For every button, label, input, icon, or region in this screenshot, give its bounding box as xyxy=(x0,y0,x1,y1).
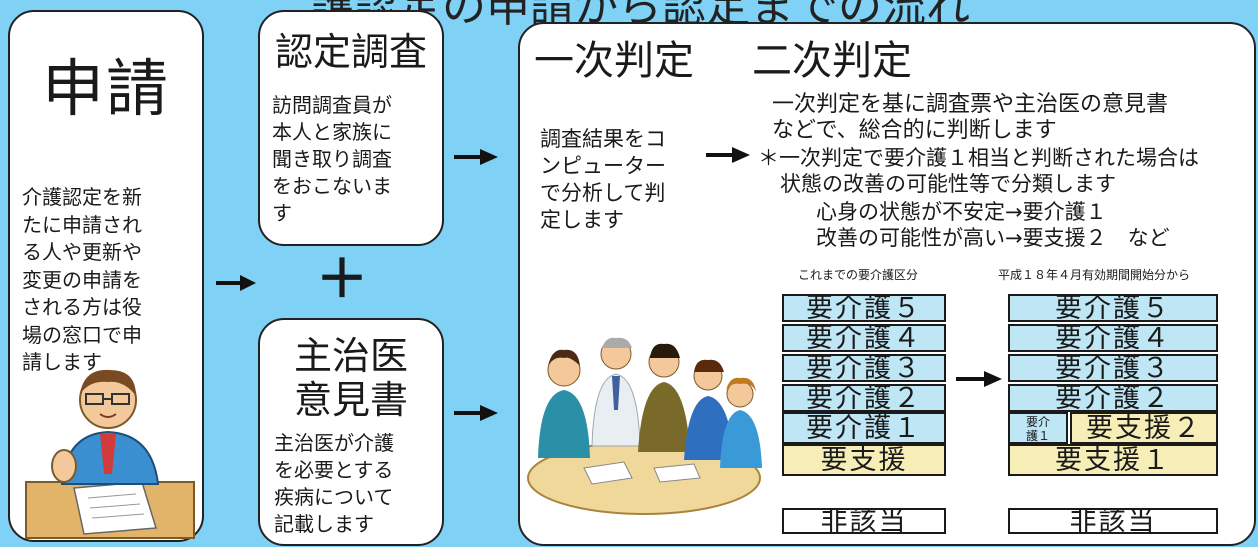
new-level-care-3: 要介護３ xyxy=(1008,354,1218,382)
old-level-care-2: 要介護２ xyxy=(782,384,946,412)
plus-sign: ＋ xyxy=(316,250,369,310)
arrow-first-to-second xyxy=(706,147,750,163)
first-judgment-title: 一次判定 xyxy=(534,38,694,84)
application-title: 申請 xyxy=(41,52,170,125)
new-level-support-2: 要支援２ xyxy=(1070,412,1218,444)
survey-body: 訪問調査員が 本人と家族に 聞き取り調査 をおこないま す xyxy=(272,93,392,225)
second-judgment-title: 二次判定 xyxy=(752,38,912,84)
doctor-opinion-body: 主治医が介護 を必要とする 疾病について 記載します xyxy=(274,431,394,536)
doctor-opinion-title: 主治医 意見書 xyxy=(293,334,408,422)
arrow-old-to-new xyxy=(956,371,1002,387)
meeting-illustration xyxy=(527,337,762,515)
second-judgment-line1: 一次判定を基に調査票や主治医の意見書 xyxy=(772,92,1169,117)
second-judgment-line6: 改善の可能性が高い→要支援２ など xyxy=(816,226,1170,250)
old-level-support: 要支援 xyxy=(782,444,946,476)
new-level-care-2: 要介護２ xyxy=(1008,384,1218,412)
second-judgment-line4: 状態の改善の可能性等で分類します xyxy=(780,172,1116,196)
new-level-care-4: 要介護４ xyxy=(1008,324,1218,352)
arrow-application-to-survey xyxy=(216,275,256,291)
old-level-care-3: 要介護３ xyxy=(782,354,946,382)
new-levels-caption: 平成１８年４月有効期間開始分から xyxy=(998,268,1191,282)
new-level-care-5: 要介護５ xyxy=(1008,294,1218,322)
old-levels-caption: これまでの要介護区分 xyxy=(798,268,919,282)
survey-title: 認定調査 xyxy=(274,30,427,74)
new-level-care-1-small: 要介 護１ xyxy=(1008,412,1068,444)
old-level-not-applicable: 非該当 xyxy=(782,508,946,534)
application-box: 申請 介護認定を新 たに申請され る人や更新や 変更の申請を される方は役 場の… xyxy=(8,10,204,542)
office-worker-illustration xyxy=(25,369,195,539)
arrow-survey-to-judgment xyxy=(454,149,498,165)
second-judgment-line3: ＊一次判定で要介護１相当と判断された場合は xyxy=(758,146,1199,170)
arrow-doctor-to-judgment xyxy=(454,405,498,421)
first-judgment-body: 調査結果をコ ンピューター で分析して判 定します xyxy=(540,127,666,232)
old-level-care-1: 要介護１ xyxy=(782,412,946,444)
survey-box: 認定調査 訪問調査員が 本人と家族に 聞き取り調査 をおこないま す xyxy=(258,10,444,246)
application-body: 介護認定を新 たに申請され る人や更新や 変更の申請を される方は役 場の窓口で… xyxy=(22,185,142,374)
old-level-care-4: 要介護４ xyxy=(782,324,946,352)
new-level-not-applicable: 非該当 xyxy=(1008,508,1218,534)
new-level-support-1: 要支援１ xyxy=(1008,444,1218,476)
second-judgment-line5: 心身の状態が不安定→要介護１ xyxy=(816,200,1107,224)
old-level-care-5: 要介護５ xyxy=(782,294,946,322)
second-judgment-line2: などで、総合的に判断します xyxy=(772,118,1057,143)
doctor-opinion-box: 主治医 意見書 主治医が介護 を必要とする 疾病について 記載します xyxy=(258,318,444,546)
